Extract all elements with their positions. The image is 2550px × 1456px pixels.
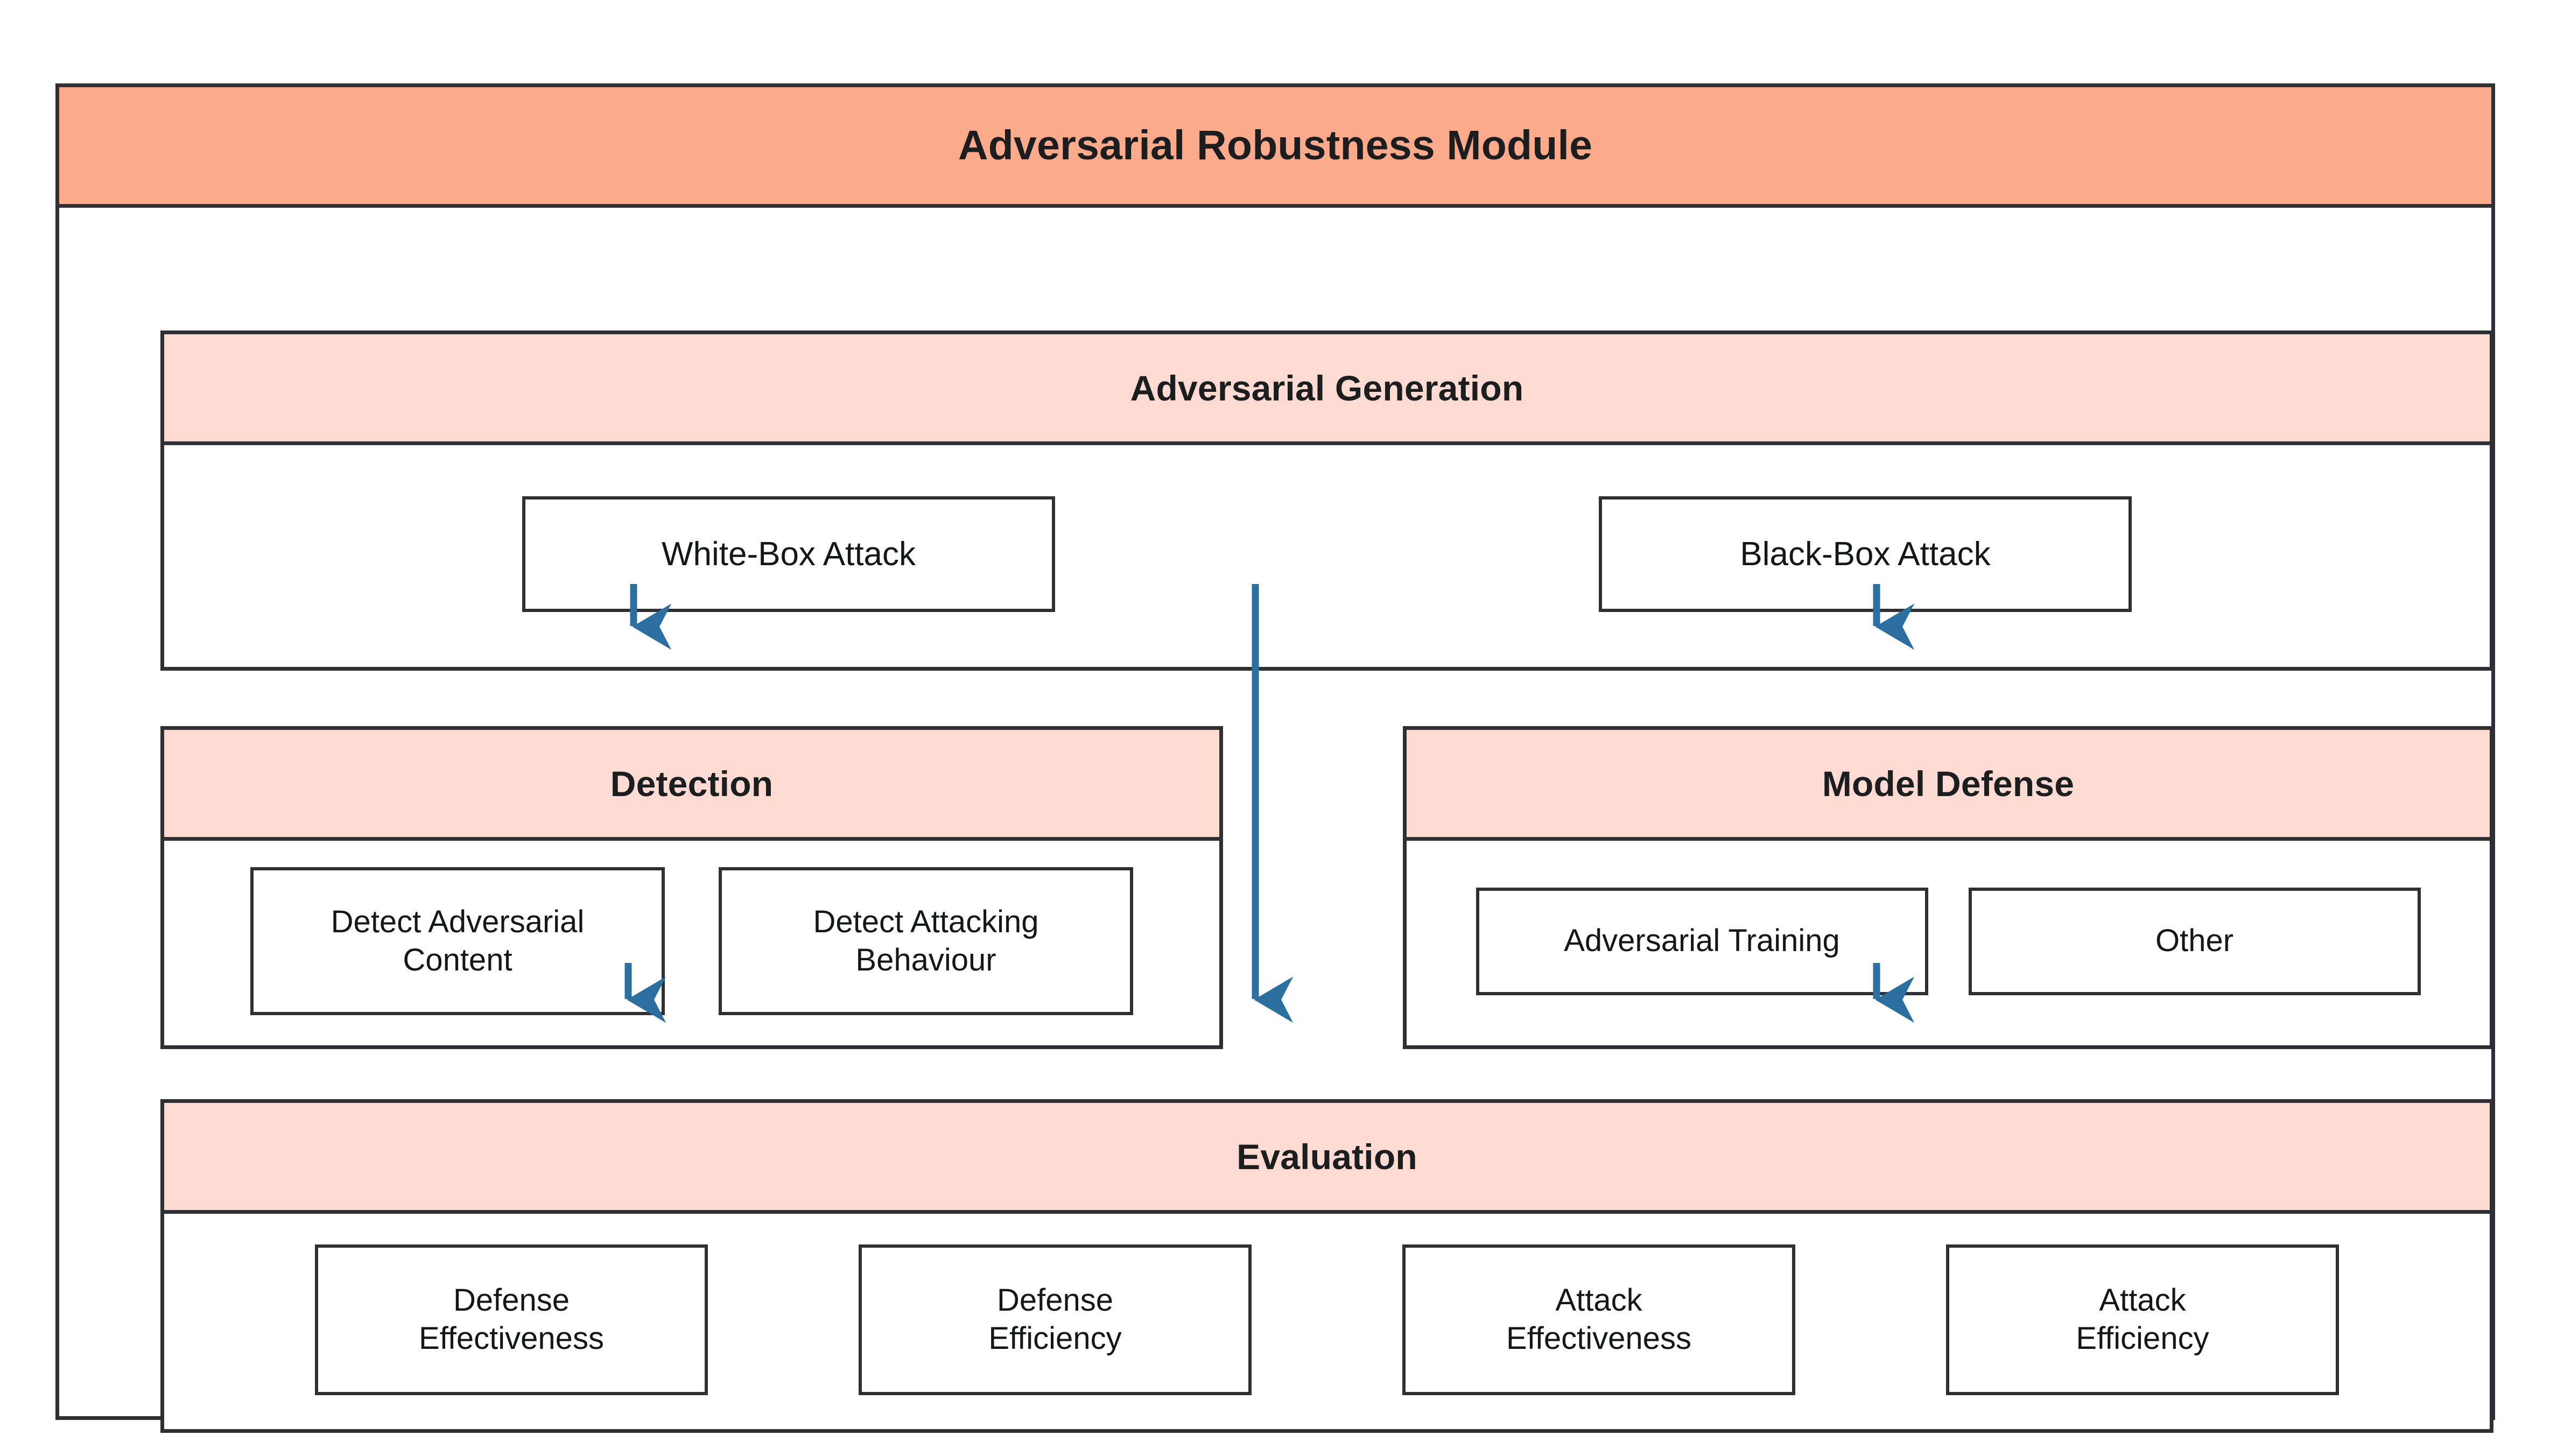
section-title-model-defense: Model Defense <box>1407 730 2490 841</box>
module-title: Adversarial Robustness Module <box>59 87 2491 208</box>
section-adversarial-generation: Adversarial Generation White-Box Attack … <box>160 330 2493 671</box>
section-model-defense: Model Defense Adversarial Training Other <box>1403 726 2493 1049</box>
section-body-detection: Detect Adversarial Content Detect Attack… <box>164 841 1219 1042</box>
section-detection: Detection Detect Adversarial Content Det… <box>160 726 1223 1049</box>
section-title-evaluation: Evaluation <box>164 1103 2490 1214</box>
box-black-box-attack[interactable]: Black-Box Attack <box>1599 496 2132 612</box>
box-adversarial-training[interactable]: Adversarial Training <box>1476 887 1928 995</box>
box-detect-attacking-behaviour[interactable]: Detect Attacking Behaviour <box>719 867 1133 1015</box>
section-title-detection: Detection <box>164 730 1219 841</box>
section-evaluation: Evaluation Defense Effectiveness Defense… <box>160 1099 2493 1433</box>
box-attack-effectiveness[interactable]: Attack Effectiveness <box>1402 1244 1795 1395</box>
section-body-adversarial-generation: White-Box Attack Black-Box Attack <box>164 445 2490 663</box>
adversarial-robustness-module: Adversarial Robustness Module Adversaria… <box>55 83 2495 1433</box>
box-attack-efficiency[interactable]: Attack Efficiency <box>1946 1244 2339 1395</box>
section-body-model-defense: Adversarial Training Other <box>1407 841 2490 1042</box>
box-white-box-attack[interactable]: White-Box Attack <box>522 496 1055 612</box>
box-defense-effectiveness[interactable]: Defense Effectiveness <box>315 1244 708 1395</box>
section-title-adversarial-generation: Adversarial Generation <box>164 334 2490 445</box>
box-defense-efficiency[interactable]: Defense Efficiency <box>859 1244 1252 1395</box>
box-other[interactable]: Other <box>1968 887 2421 995</box>
section-body-evaluation: Defense Effectiveness Defense Efficiency… <box>164 1214 2490 1425</box>
box-detect-adversarial-content[interactable]: Detect Adversarial Content <box>250 867 665 1015</box>
